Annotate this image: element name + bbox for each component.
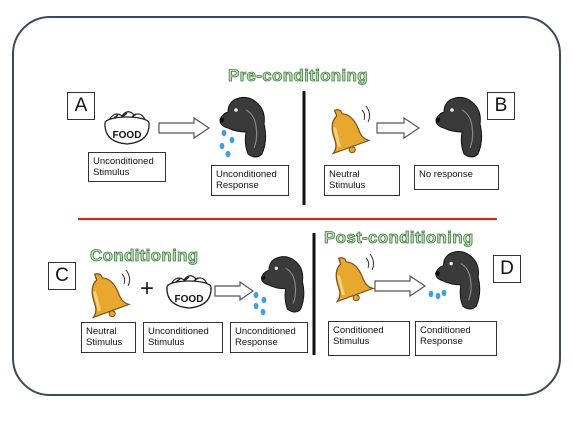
dog-head-icon <box>435 96 483 158</box>
dog-head-icon <box>219 96 267 158</box>
label-c-unconditioned-stimulus: Unconditioned Stimulus <box>143 322 223 353</box>
arrow-icon <box>376 116 421 140</box>
label-b-neutral-stimulus: Neutral Stimulus <box>324 165 400 196</box>
label-d-conditioned-response: Conditioned Response <box>415 321 497 356</box>
food-bowl-icon: FOOD <box>166 275 212 309</box>
title-pre-conditioning: Pre-conditioning <box>228 66 368 86</box>
bell-icon <box>331 105 372 155</box>
saliva-drops-icon <box>253 291 267 316</box>
title-conditioning: Conditioning <box>90 246 199 266</box>
plus-sign: + <box>140 275 155 302</box>
food-bowl-icon: FOOD <box>104 111 150 145</box>
label-a-unconditioned-stimulus: Unconditioned Stimulus <box>88 152 166 182</box>
bell-icon <box>335 253 376 303</box>
panel-letter-c: C <box>48 262 76 290</box>
panel-letter-b: B <box>487 92 515 120</box>
arrow-icon <box>374 274 427 298</box>
label-c-neutral-stimulus: Neutral Stimulus <box>81 322 136 353</box>
food-label: FOOD <box>113 130 142 141</box>
bell-icon <box>91 269 132 319</box>
dog-head-icon <box>260 256 305 313</box>
label-b-no-response: No response <box>414 165 499 190</box>
panel-letter-d: D <box>493 255 521 283</box>
label-c-unconditioned-response: Unconditioned Response <box>230 322 308 353</box>
saliva-drops-icon <box>428 289 447 300</box>
panel-letter-a: A <box>67 92 95 120</box>
saliva-drops-icon <box>219 129 235 158</box>
arrow-icon <box>158 116 211 140</box>
title-post-conditioning: Post-conditioning <box>324 228 474 248</box>
food-label: FOOD <box>175 294 204 305</box>
label-a-unconditioned-response: Unconditioned Response <box>211 165 289 196</box>
dog-head-icon <box>435 251 481 310</box>
label-d-conditioned-stimulus: Conditioned Stimulus <box>328 321 410 356</box>
diagram-frame <box>12 16 561 396</box>
arrow-icon <box>214 280 255 302</box>
